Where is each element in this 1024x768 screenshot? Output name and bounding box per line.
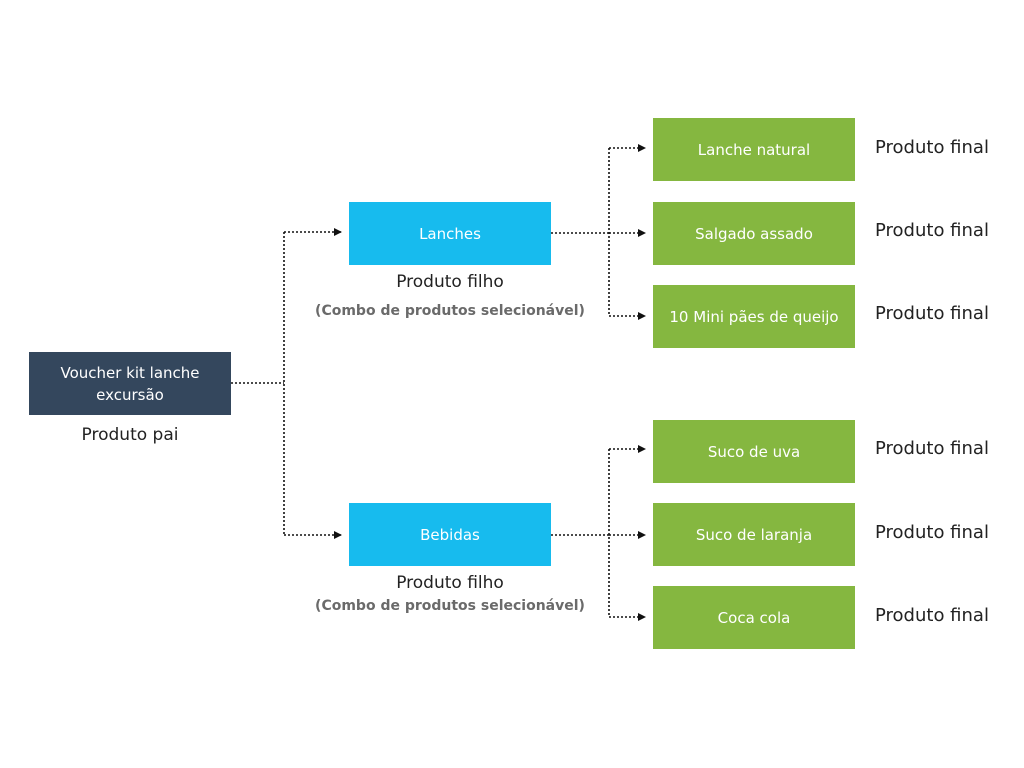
child-product-caption: Produto filho bbox=[396, 573, 504, 593]
final-product-label: Lanche natural bbox=[697, 140, 811, 159]
final-product-node: 10 Mini pães de queijo bbox=[653, 285, 855, 348]
final-product-node: Salgado assado bbox=[653, 202, 855, 265]
final-product-tag: Produto final bbox=[875, 220, 989, 241]
final-product-tag: Produto final bbox=[875, 605, 989, 626]
final-product-tag: Produto final bbox=[875, 137, 989, 158]
final-product-tag: Produto final bbox=[875, 438, 989, 459]
final-product-tag: Produto final bbox=[875, 303, 989, 324]
final-product-label: Suco de uva bbox=[707, 442, 801, 461]
final-product-label: Salgado assado bbox=[695, 224, 813, 243]
child-product-label: Bebidas bbox=[420, 525, 480, 544]
final-product-label: Suco de laranja bbox=[695, 525, 813, 544]
child-product-label: Lanches bbox=[419, 224, 481, 243]
child-product-subcaption: (Combo de produtos selecionável) bbox=[315, 598, 585, 614]
child-product-node-bebidas: Bebidas bbox=[349, 503, 551, 566]
final-product-node: Coca cola bbox=[653, 586, 855, 649]
child-product-node-lanches: Lanches bbox=[349, 202, 551, 265]
final-product-node: Lanche natural bbox=[653, 118, 855, 181]
child-product-subcaption: (Combo de produtos selecionável) bbox=[315, 303, 585, 319]
child-product-caption: Produto filho bbox=[396, 272, 504, 292]
final-product-label: Coca cola bbox=[717, 608, 791, 627]
parent-product-node: Voucher kit lanche excursão bbox=[29, 352, 231, 415]
final-product-tag: Produto final bbox=[875, 522, 989, 543]
final-product-node: Suco de laranja bbox=[653, 503, 855, 566]
parent-product-caption: Produto pai bbox=[81, 425, 179, 445]
final-product-node: Suco de uva bbox=[653, 420, 855, 483]
final-product-label: 10 Mini pães de queijo bbox=[669, 307, 839, 326]
parent-product-label: Voucher kit lanche excursão bbox=[60, 363, 200, 404]
